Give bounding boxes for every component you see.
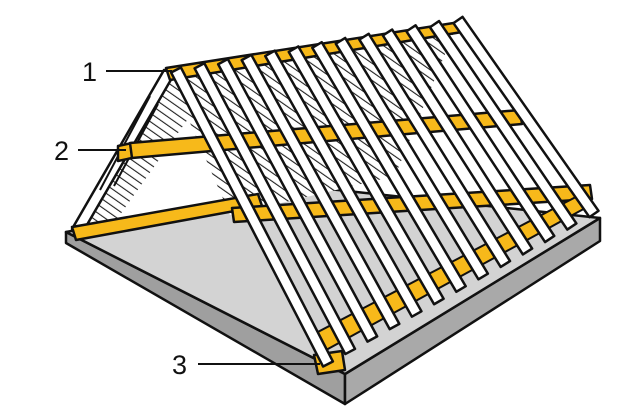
rafter — [263, 49, 423, 318]
gable-stud — [99, 95, 151, 191]
rafter — [334, 36, 490, 281]
rafter — [452, 15, 600, 219]
rafter — [311, 40, 467, 294]
callout-1: 1 — [82, 57, 172, 87]
callout-3-label: 3 — [172, 350, 187, 380]
rafter — [193, 62, 357, 356]
rafter — [405, 24, 556, 244]
callout-1-label: 1 — [82, 57, 97, 87]
rafter — [169, 66, 335, 368]
rafter — [216, 57, 379, 343]
callout-2-label: 2 — [54, 136, 69, 166]
rafter — [287, 45, 445, 306]
callout-3: 3 — [172, 350, 320, 380]
rafter — [240, 53, 401, 331]
rafter — [358, 32, 512, 269]
rafter — [428, 19, 578, 231]
rafter — [381, 28, 534, 256]
callout-2: 2 — [54, 136, 126, 166]
rafters — [169, 15, 600, 368]
